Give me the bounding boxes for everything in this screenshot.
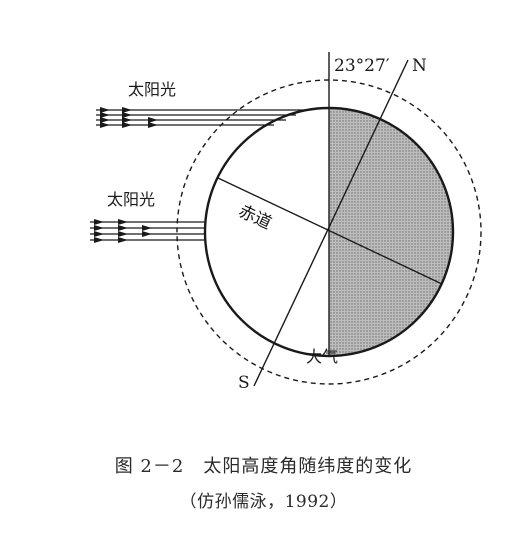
equator-label: 赤道 xyxy=(235,201,274,233)
sunlight-label-upper: 太阳光 xyxy=(128,80,176,99)
arrowheads-lower xyxy=(94,219,152,243)
sunlight-rays-upper xyxy=(96,109,306,126)
earth-night-side xyxy=(329,108,453,356)
figure-caption-source: （仿孙儒泳，1992） xyxy=(179,492,348,512)
angle-label: 23°27′ xyxy=(334,56,390,76)
solar-altitude-diagram: 23°27′ N S 太阳光 太阳光 赤道 大气 xyxy=(90,52,482,393)
figure-caption-title: 图 2－2 太阳高度角随纬度的变化 xyxy=(114,456,413,477)
arrowheads-upper xyxy=(100,107,158,128)
sunlight-label-lower: 太阳光 xyxy=(107,190,155,209)
earth-axis xyxy=(253,59,409,387)
sunlight-rays-lower xyxy=(90,221,206,241)
south-pole-label: S xyxy=(238,373,250,393)
north-pole-label: N xyxy=(412,56,427,76)
equator-line xyxy=(217,177,443,285)
atmosphere-label: 大气 xyxy=(306,347,338,366)
